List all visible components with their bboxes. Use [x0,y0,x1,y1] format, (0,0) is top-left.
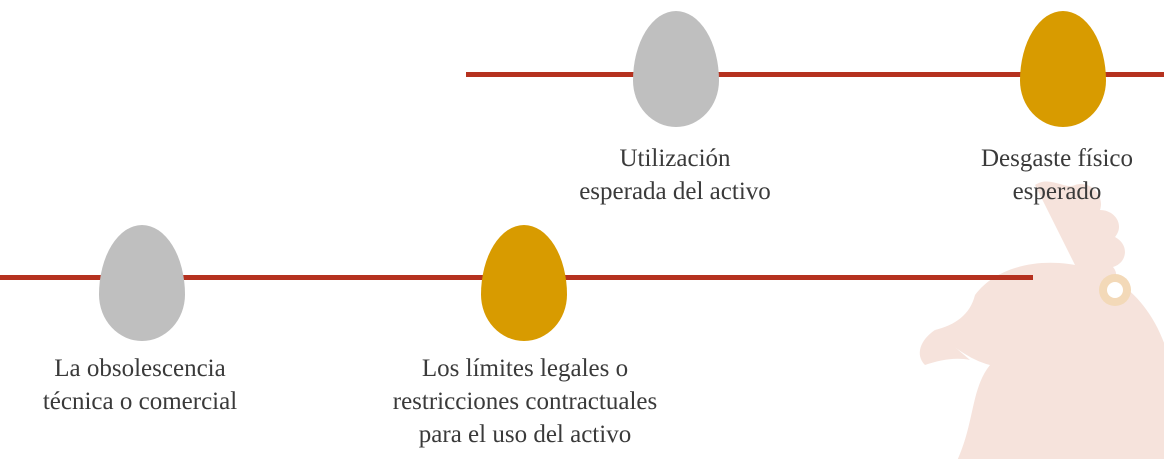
label-line: La obsolescencia [54,355,226,382]
label-obsolescencia: La obsolescencia técnica o comercial [0,352,280,418]
label-line: restricciones contractuales [392,388,658,415]
rooster-watermark-icon [919,181,1164,459]
egg-utilizacion [633,11,719,127]
egg-limites-legales [481,225,567,341]
label-utilizacion: Utilización esperada del activo [540,142,810,208]
label-line: esperado [1012,178,1102,205]
label-line: esperada del activo [579,178,771,205]
top-connector-line [466,72,1164,77]
label-line: técnica o comercial [42,388,238,415]
egg-desgaste [1020,11,1106,127]
label-line: Utilización [619,145,731,172]
label-line: Los límites legales o [421,355,629,382]
label-limites-legales: Los límites legales o restricciones cont… [360,352,690,451]
label-line: Desgaste físico [980,145,1134,172]
label-desgaste: Desgaste físico esperado [950,142,1164,208]
label-line: para el uso del activo [418,421,632,448]
egg-obsolescencia [99,225,185,341]
